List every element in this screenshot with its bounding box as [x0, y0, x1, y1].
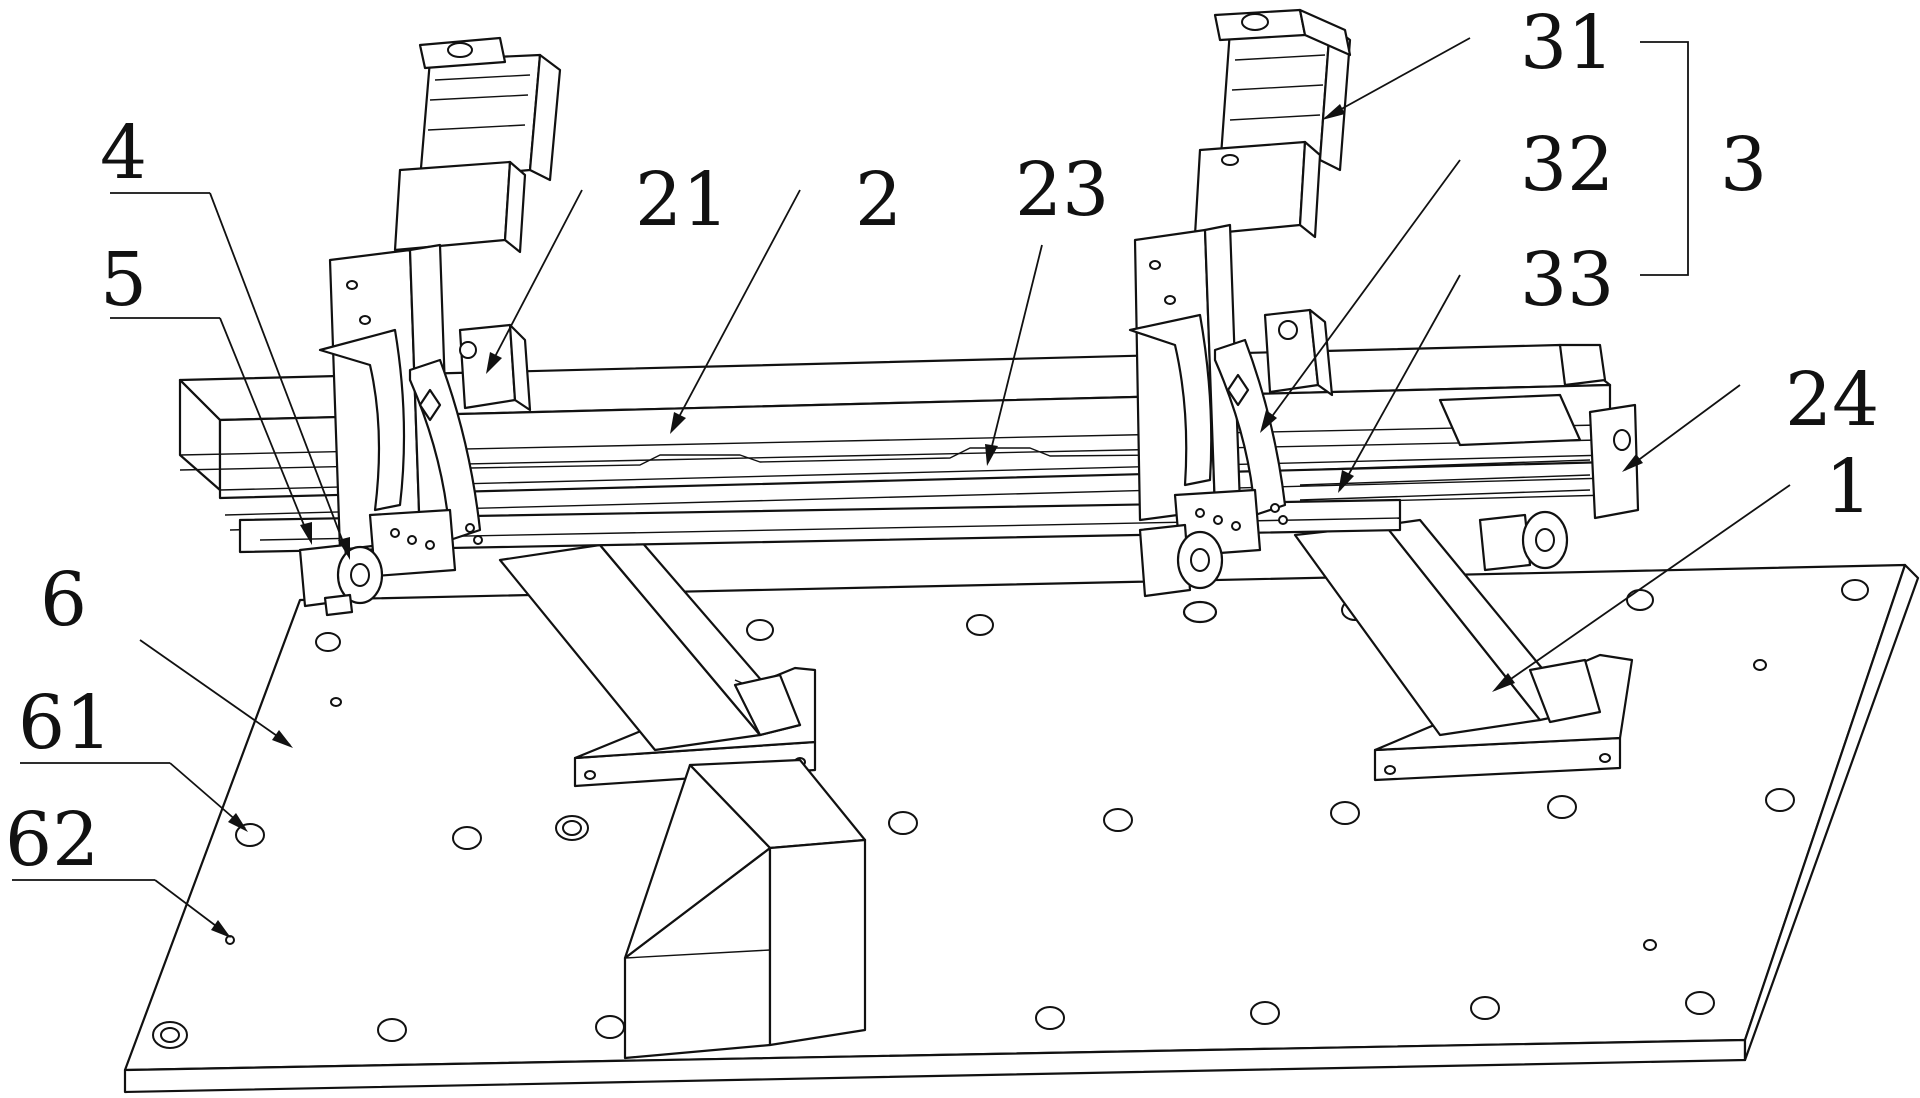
label-61: 61	[18, 680, 112, 766]
label-5: 5	[100, 237, 147, 323]
label-24: 24	[1785, 357, 1879, 443]
label-1: 1	[1825, 444, 1872, 530]
label-23: 23	[1015, 147, 1109, 233]
clamp-assembly-right	[1128, 8, 1352, 624]
support-column-right	[1293, 518, 1634, 782]
label-2: 2	[855, 157, 902, 243]
label-21: 21	[635, 157, 729, 243]
label-4: 4	[100, 110, 147, 196]
leader-lines	[12, 37, 1791, 938]
label-32: 32	[1520, 122, 1614, 208]
label-62: 62	[5, 797, 99, 883]
motor-box	[623, 758, 867, 1060]
label-3: 3	[1720, 122, 1767, 208]
support-column-left	[498, 538, 817, 788]
base-plate	[123, 563, 1920, 1094]
base-plate-holes	[152, 579, 1869, 1049]
label-33: 33	[1520, 237, 1614, 323]
label-6: 6	[40, 557, 87, 643]
roller-right-end	[1478, 510, 1569, 572]
reference-numerals: 31 3 32 33 24 1 4 5 21 2 23 6 61 62	[5, 0, 1879, 883]
clamp-assembly-left	[298, 36, 562, 617]
label-31: 31	[1520, 0, 1614, 86]
